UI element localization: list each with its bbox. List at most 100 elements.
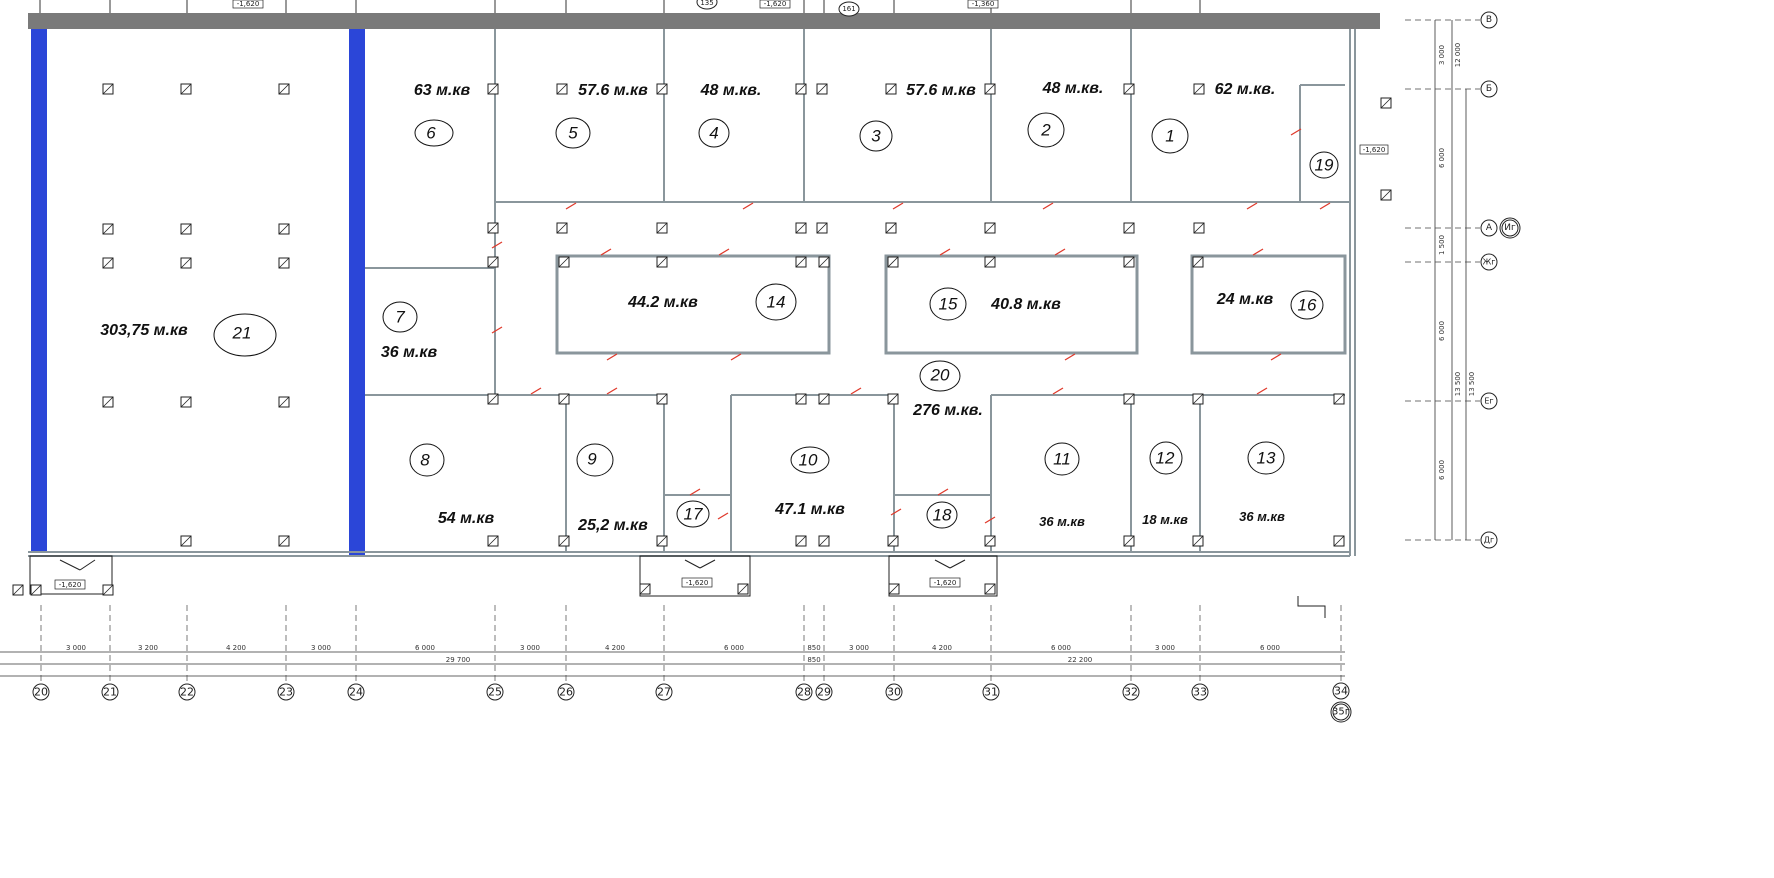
dimension-text: 3 000: [1438, 45, 1446, 65]
axis-bubble-23: 23: [277, 683, 295, 701]
column-hatch: [180, 83, 192, 95]
area-label-room-21: 303,75 м.кв: [100, 322, 188, 339]
room-number-9: 9: [576, 443, 614, 477]
svg-text:14: 14: [767, 293, 786, 312]
svg-text:24: 24: [349, 686, 363, 699]
svg-text:13: 13: [1257, 449, 1276, 468]
axis-bubble-35g: 35г: [1330, 701, 1352, 723]
svg-text:В: В: [1486, 15, 1492, 25]
door-swing: [949, 559, 966, 569]
column-hatch: [180, 223, 192, 235]
room-number-13: 13: [1247, 441, 1285, 475]
axis-bubble-27: 27: [655, 683, 673, 701]
column-hatch: [487, 535, 499, 547]
area-label-room-2: 48 м.кв.: [1042, 80, 1104, 97]
axis-bubble-Zhg: Жг: [1480, 253, 1498, 271]
svg-text:-1,620: -1,620: [764, 0, 787, 8]
entrance-porch: [639, 555, 751, 597]
room-number-20: 20: [919, 360, 961, 392]
svg-text:17: 17: [684, 505, 703, 524]
svg-text:Иг: Иг: [1504, 223, 1516, 233]
dimension-text: 3 000: [849, 644, 869, 652]
column-hatch: [656, 535, 668, 547]
column-hatch: [795, 83, 807, 95]
axis-bubble-28: 28: [795, 683, 813, 701]
door-mark: [606, 387, 618, 395]
axis-bubble-34: 34: [1332, 682, 1350, 700]
svg-text:32: 32: [1124, 686, 1138, 699]
svg-text:35г: 35г: [1332, 707, 1350, 718]
door-mark: [689, 488, 701, 496]
column-hatch: [278, 223, 290, 235]
svg-text:11: 11: [1053, 450, 1071, 469]
svg-text:7: 7: [395, 308, 405, 327]
column-hatch: [278, 83, 290, 95]
svg-text:20: 20: [930, 366, 950, 385]
axis-bubble-32: 32: [1122, 683, 1140, 701]
column-hatch: [737, 583, 749, 595]
area-label-room-14: 44.2 м.кв: [627, 294, 698, 311]
room-number-5: 5: [555, 117, 591, 149]
area-label-room-11: 36 м.кв: [1039, 514, 1085, 529]
dimension-total: 29 700: [446, 656, 471, 664]
highlighted-wall-right: [349, 29, 365, 556]
svg-text:23: 23: [279, 686, 293, 699]
axis-bubble-29: 29: [815, 683, 833, 701]
entrance-porch: [888, 555, 998, 597]
column-hatch: [102, 83, 114, 95]
room-number-16: 16: [1290, 290, 1324, 320]
area-label-room-8: 54 м.кв: [438, 510, 495, 527]
column-hatch: [180, 535, 192, 547]
svg-text:12: 12: [1156, 449, 1175, 468]
column-hatch: [816, 222, 828, 234]
dimension-text: 6 000: [724, 644, 744, 652]
svg-text:5: 5: [568, 124, 578, 143]
svg-text:21: 21: [232, 324, 252, 343]
room-number-10: 10: [790, 446, 830, 474]
door-mark: [730, 353, 742, 361]
door-swing: [79, 559, 96, 571]
area-label-room-9: 25,2 м.кв: [577, 517, 648, 534]
column-hatch: [1380, 97, 1392, 109]
area-label-room-3: 57.6 м.кв: [906, 82, 976, 99]
column-hatch: [1193, 222, 1205, 234]
column-hatch: [1193, 83, 1205, 95]
level-mark: -1,620: [54, 579, 86, 590]
door-mark: [1252, 248, 1264, 256]
column-hatch: [1123, 393, 1135, 405]
dimension-text: 3 000: [311, 644, 331, 652]
axis-bubble-30: 30: [885, 683, 903, 701]
svg-text:29: 29: [817, 686, 831, 699]
room-number-4: 4: [698, 118, 730, 148]
column-hatch: [558, 393, 570, 405]
axis-bubble-22: 22: [178, 683, 196, 701]
column-hatch: [885, 222, 897, 234]
column-hatch: [102, 223, 114, 235]
dimension-text: 3 200: [138, 644, 158, 652]
svg-text:27: 27: [657, 686, 671, 699]
svg-text:А: А: [1486, 223, 1493, 233]
svg-text:25: 25: [488, 686, 502, 699]
dimension-text: 6 000: [415, 644, 435, 652]
axis-bubble-21: 21: [101, 683, 119, 701]
column-hatch: [885, 83, 897, 95]
svg-text:Б: Б: [1486, 84, 1492, 94]
dimension-total: 850: [807, 656, 820, 664]
dimension-text: 12 000: [1454, 43, 1462, 68]
column-hatch: [656, 256, 668, 268]
area-label-room-20: 276 м.кв.: [912, 402, 983, 419]
door-mark: [717, 512, 729, 520]
column-hatch: [180, 257, 192, 269]
column-hatch: [278, 257, 290, 269]
dimension-text: 850: [807, 644, 820, 652]
top-wall-band: [28, 13, 1380, 29]
column-hatch: [180, 396, 192, 408]
svg-text:26: 26: [559, 686, 573, 699]
dimension-total: 22 200: [1068, 656, 1093, 664]
svg-text:19: 19: [1315, 156, 1334, 175]
column-hatch: [102, 257, 114, 269]
level-mark: -1,620: [929, 577, 961, 588]
column-hatch: [1192, 393, 1204, 405]
column-hatch: [656, 393, 668, 405]
